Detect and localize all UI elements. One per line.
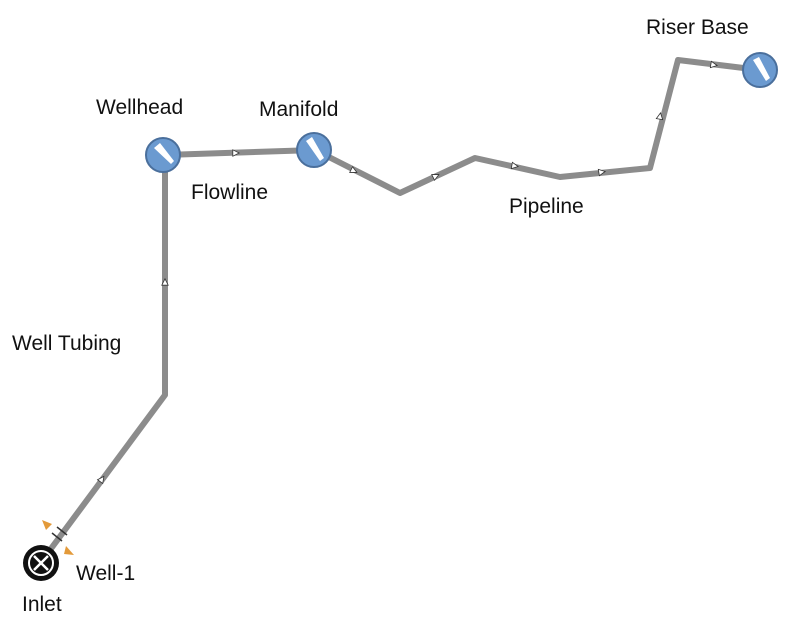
node-direction-icon (753, 57, 770, 81)
flowline-pipe[interactable] (164, 147, 316, 158)
riser-base-node[interactable] (742, 52, 778, 88)
well-marker-triangle-1 (42, 520, 52, 530)
wellhead-node[interactable] (145, 137, 181, 173)
manifold-node[interactable] (296, 132, 332, 168)
node-direction-icon (306, 137, 324, 161)
well-connector-tick-1 (51, 532, 63, 542)
well-source-icon (28, 550, 54, 576)
well-inlet-label: Inlet (22, 593, 62, 616)
riser-base-label: Riser Base (646, 16, 749, 39)
wellhead-label: Wellhead (96, 96, 184, 119)
well-marker-triangle-2 (64, 546, 74, 555)
pipeline-label: Pipeline (509, 195, 584, 218)
pipeline-pipe[interactable] (313, 57, 761, 196)
well-source-node[interactable] (23, 520, 74, 581)
well-tubing-label: Well Tubing (12, 332, 122, 355)
well-tubing-pipe[interactable] (47, 160, 168, 552)
manifold-label: Manifold (259, 98, 339, 121)
well-label: Well-1 (76, 562, 136, 585)
well-connector-tick-2 (56, 526, 68, 536)
flowline-label: Flowline (191, 181, 269, 204)
node-direction-icon (154, 143, 174, 164)
